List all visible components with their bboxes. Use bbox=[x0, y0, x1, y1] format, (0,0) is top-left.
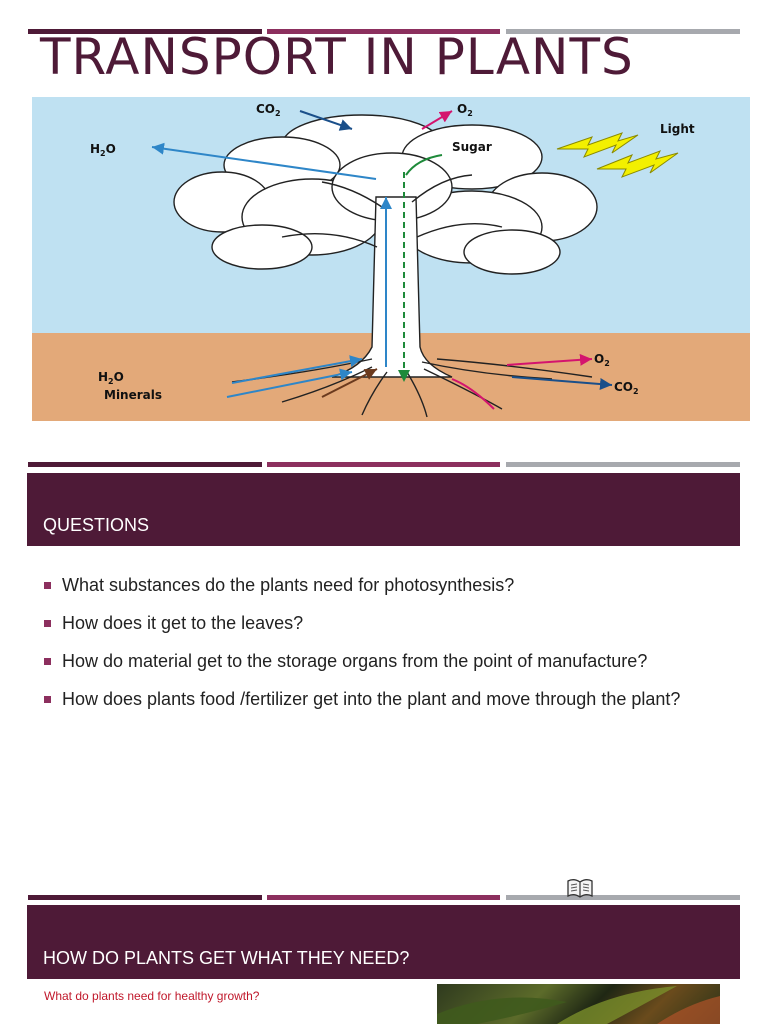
o2-out-arrow bbox=[421, 110, 453, 130]
plant-transport-diagram: CO2 O2 H2O Sugar Light H2O Minerals O2 C… bbox=[32, 97, 750, 421]
top-rule-dark bbox=[28, 29, 262, 34]
co2-root-arrow bbox=[511, 376, 613, 391]
label-minerals: Minerals bbox=[104, 388, 162, 402]
label-o2-right: O2 bbox=[594, 352, 610, 368]
sugar-arrows bbox=[398, 154, 443, 382]
page-title: TRANSPORT IN PLANTS bbox=[40, 28, 634, 86]
label-h2o-bottom: H2O bbox=[98, 370, 124, 386]
mid-rule-gray bbox=[506, 462, 740, 467]
label-co2-top: CO2 bbox=[256, 102, 281, 118]
mid-rule-dark bbox=[28, 462, 262, 467]
tree-diagram-svg: CO2 O2 H2O Sugar Light H2O Minerals O2 C… bbox=[32, 97, 750, 421]
needs-heading: HOW DO PLANTS GET WHAT THEY NEED? bbox=[43, 948, 410, 968]
water-arrows bbox=[151, 142, 392, 398]
book-icon[interactable] bbox=[566, 876, 594, 900]
o2-root-arrow bbox=[506, 353, 593, 366]
mineral-arrow bbox=[321, 368, 378, 398]
tree-trunk bbox=[281, 174, 503, 378]
pink-root-arrow bbox=[451, 378, 495, 410]
label-o2-top: O2 bbox=[457, 102, 473, 118]
top-rule-accent bbox=[267, 29, 500, 34]
label-sugar: Sugar bbox=[452, 140, 492, 154]
lower-rule-gray bbox=[506, 895, 740, 900]
top-rule-gray bbox=[506, 29, 740, 34]
lower-rule-accent bbox=[267, 895, 500, 900]
light-bolts-icon bbox=[556, 132, 679, 178]
mid-rule-accent bbox=[267, 462, 500, 467]
tree-roots bbox=[231, 358, 593, 418]
questions-heading: QUESTIONS bbox=[43, 515, 150, 535]
bullet-icon bbox=[44, 658, 51, 665]
label-co2-right: CO2 bbox=[614, 380, 639, 396]
needs-header: HOW DO PLANTS GET WHAT THEY NEED? bbox=[27, 905, 740, 979]
questions-list: What substances do the plants need for p… bbox=[44, 572, 734, 724]
questions-header: QUESTIONS bbox=[27, 473, 740, 546]
bullet-icon bbox=[44, 582, 51, 589]
needs-text: What do plants need for healthy growth? bbox=[44, 989, 260, 1003]
plant-photo bbox=[437, 984, 720, 1024]
label-light: Light bbox=[660, 122, 695, 136]
bullet-icon bbox=[44, 620, 51, 627]
question-item: What substances do the plants need for p… bbox=[44, 572, 734, 598]
lower-rule-dark bbox=[28, 895, 262, 900]
question-item: How do material get to the storage organ… bbox=[44, 648, 734, 674]
co2-in-arrow bbox=[299, 110, 353, 131]
bullet-icon bbox=[44, 696, 51, 703]
question-item: How does it get to the leaves? bbox=[44, 610, 734, 636]
label-h2o-left: H2O bbox=[90, 142, 116, 158]
question-item: How does plants food /fertilizer get int… bbox=[44, 686, 734, 712]
